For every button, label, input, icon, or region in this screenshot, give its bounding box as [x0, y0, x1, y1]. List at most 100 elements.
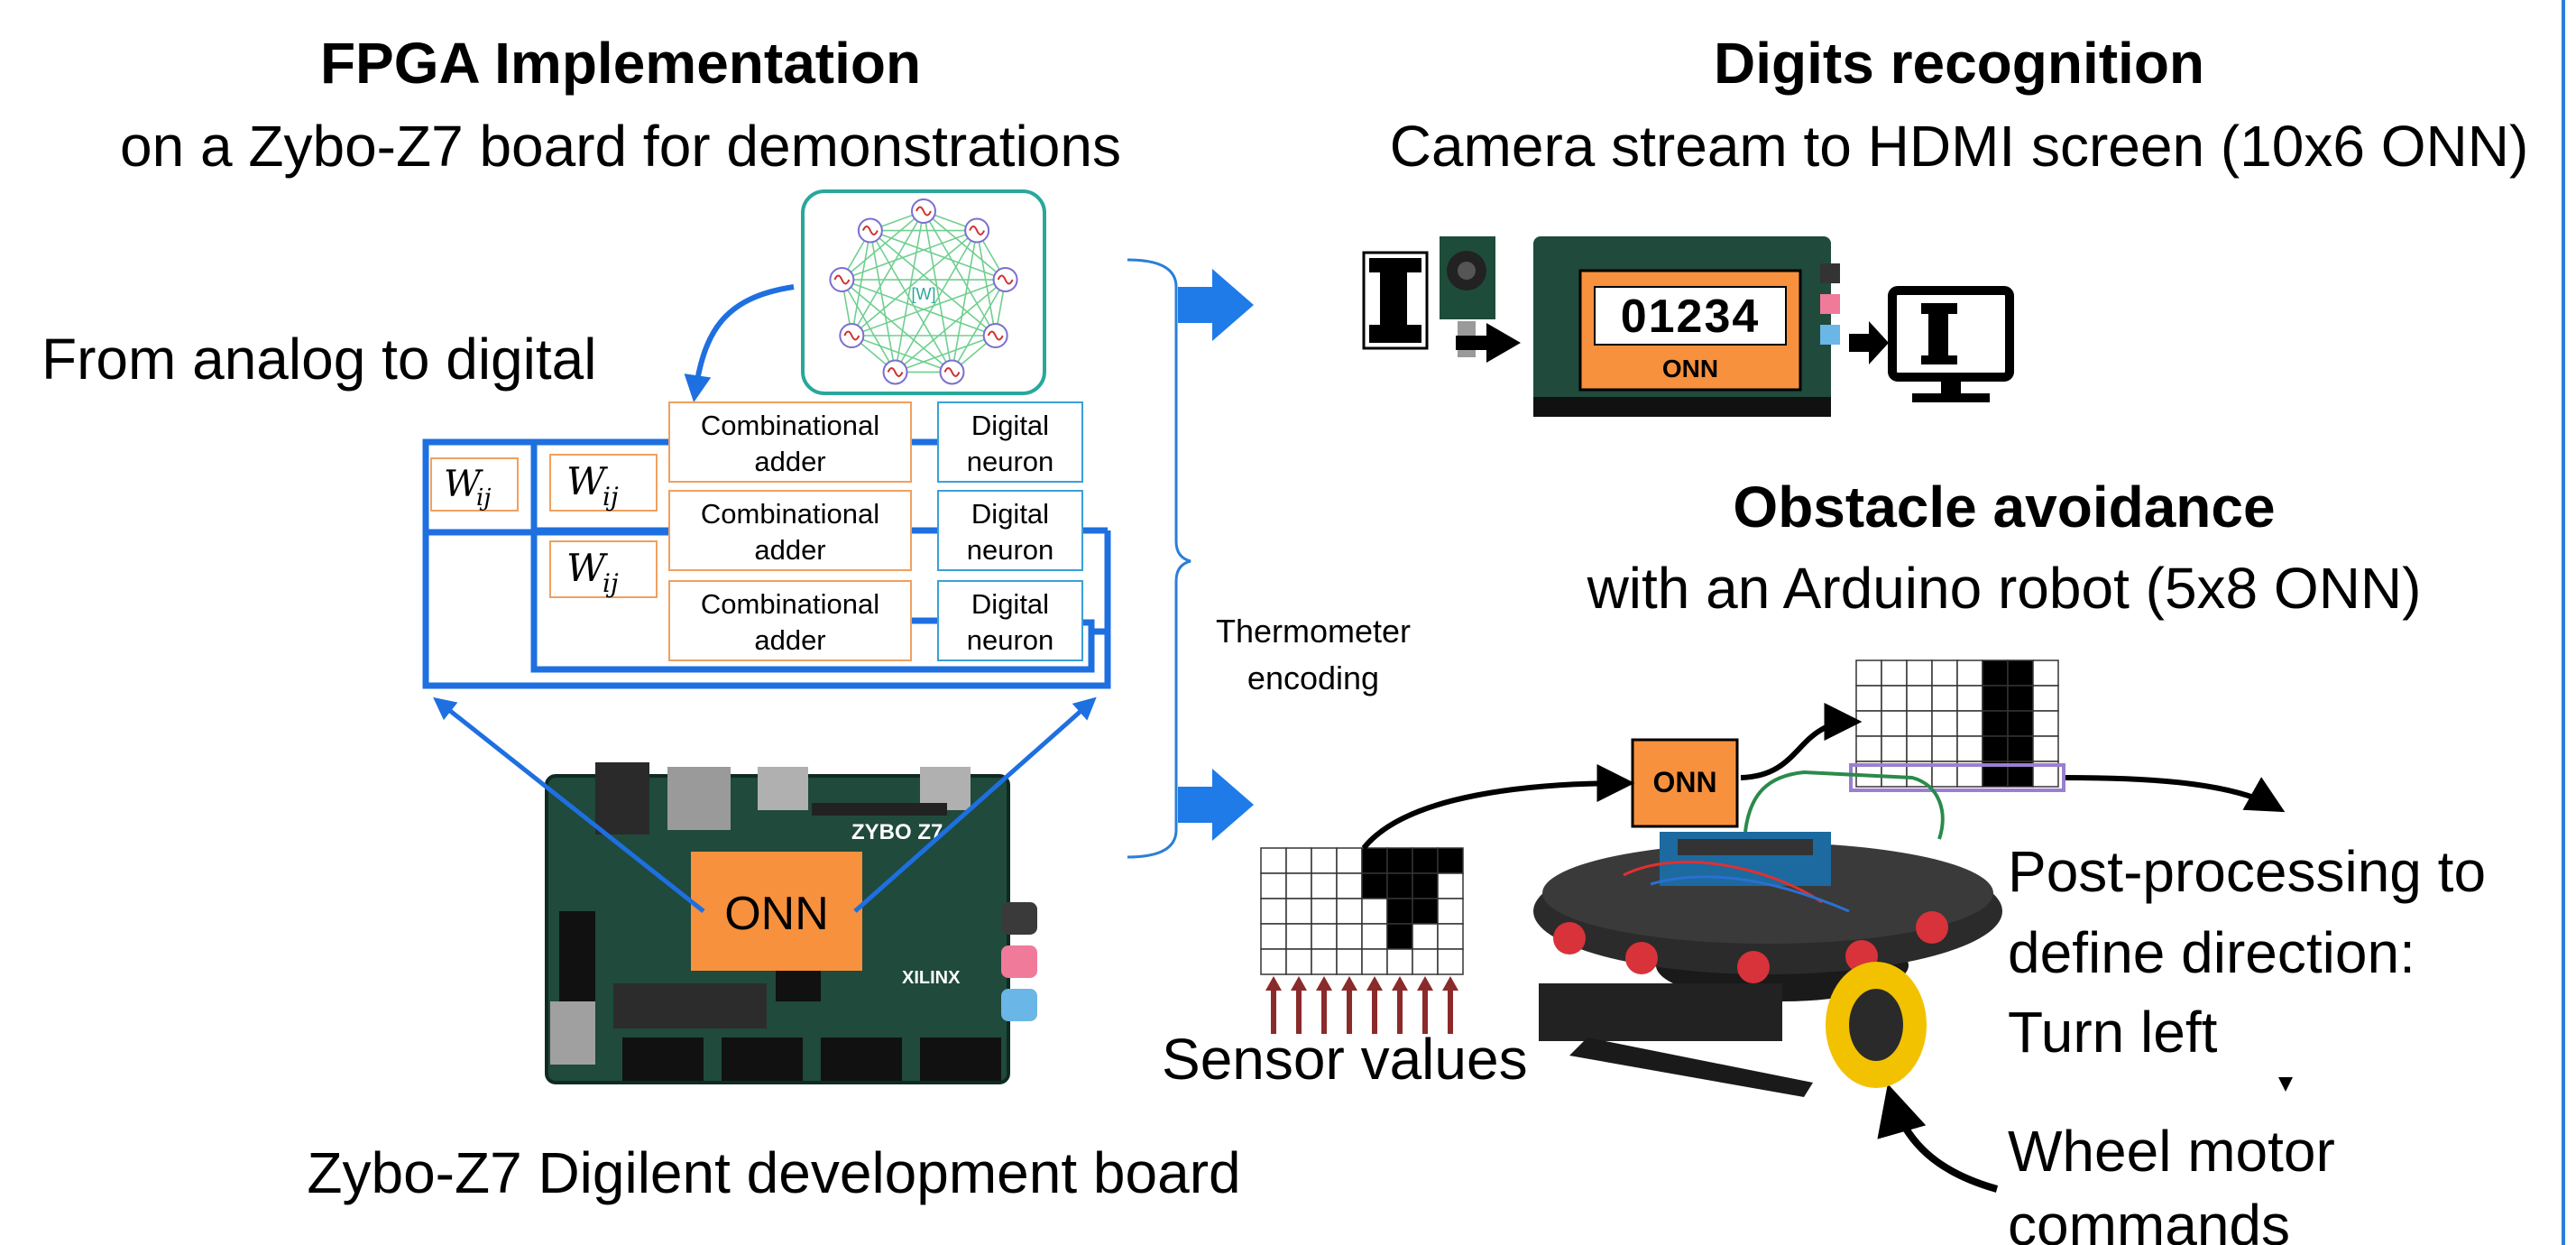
- network-edge: [951, 230, 978, 373]
- output-cell: [1906, 685, 1933, 712]
- sensor-cell: [1311, 872, 1338, 899]
- output-cell: [2032, 710, 2059, 737]
- network-edge: [923, 210, 997, 337]
- sine-wave-icon: [843, 330, 860, 341]
- network-edge: [842, 229, 978, 281]
- digits-title: Digits recognition: [1714, 31, 2204, 96]
- neuron-label: neuron: [967, 446, 1054, 477]
- output-cell: [2032, 735, 2059, 762]
- monitor-icon: [1888, 286, 2014, 402]
- sine-wave-icon: [997, 274, 1014, 285]
- sensor-cell: [1336, 872, 1363, 899]
- adder-label: Combinational: [701, 498, 879, 530]
- robot-onn-chip: [1631, 738, 1739, 828]
- oscillator-node: [839, 323, 865, 348]
- sensor-cell: [1361, 948, 1388, 975]
- weight-subscript: ij: [603, 482, 619, 512]
- neuron-label: neuron: [967, 624, 1054, 656]
- digital-neuron-box: [937, 401, 1083, 483]
- output-cell: [1982, 710, 2009, 737]
- sensor-cell: [1285, 847, 1312, 874]
- sensor-cell: [1285, 923, 1312, 950]
- adder-label: adder: [754, 624, 825, 656]
- output-cell: [1931, 735, 1958, 762]
- oscillator-node: [829, 267, 855, 293]
- sensor-cell: [1386, 898, 1413, 925]
- output-cell: [1881, 710, 1908, 737]
- sensor-cell: [1260, 923, 1287, 950]
- blue-arrow-bottom: [1178, 769, 1254, 841]
- neuron-label: Digital: [971, 410, 1049, 441]
- output-cell: [1881, 659, 1908, 687]
- sensor-cell: [1285, 948, 1312, 975]
- sensor-arrow-head: [1366, 976, 1383, 991]
- output-cell: [2007, 659, 2034, 687]
- chip-to-bus-arrow-left: [433, 696, 705, 913]
- output-cell: [2007, 685, 2034, 712]
- sensor-arrow-head: [1265, 976, 1282, 991]
- sensor-arrow-head: [1316, 976, 1332, 991]
- sine-wave-icon: [987, 330, 1004, 341]
- sensor-arrow-head: [1341, 976, 1357, 991]
- weight-symbol: W: [566, 459, 609, 503]
- output-cell: [1931, 710, 1958, 737]
- analog-to-digital-label: From analog to digital: [41, 327, 596, 392]
- oscillator-network-icon: [W]: [801, 189, 1046, 395]
- digital-neuron-box: [937, 490, 1083, 571]
- adder-label: Combinational: [701, 588, 879, 620]
- output-cell: [1982, 659, 2009, 687]
- network-weight-label: [W]: [912, 285, 936, 303]
- network-edge: [851, 279, 1006, 337]
- postprocess-line-1: Post-processing to: [2008, 839, 2486, 904]
- weight-box: W ij: [549, 454, 658, 512]
- board-vendor-label: XILINX: [902, 968, 961, 988]
- network-edge: [869, 230, 953, 373]
- encoding-label: encoding: [1247, 659, 1379, 696]
- network-edge: [851, 210, 925, 337]
- weight-subscript: ij: [476, 484, 491, 512]
- weight-subscript: ij: [603, 568, 619, 598]
- output-cell: [1881, 735, 1908, 762]
- output-cell: [1956, 710, 1983, 737]
- sensor-cell: [1412, 923, 1439, 950]
- sensor-cell: [1311, 898, 1338, 925]
- sensor-cell: [1361, 847, 1388, 874]
- adder-row-2: Combinational adder Digital neuron: [668, 490, 1083, 571]
- motor-command-arrow: [1877, 1084, 1999, 1193]
- brace: [1127, 258, 1191, 859]
- sensor-cell: [1386, 847, 1413, 874]
- robot-onn-label: ONN: [1652, 766, 1716, 798]
- sensor-cell: [1412, 948, 1439, 975]
- network-edge: [842, 279, 996, 337]
- network-edge: [841, 210, 925, 281]
- postprocess-line-3: Turn left: [2008, 1000, 2218, 1065]
- oscillator-node: [911, 198, 936, 224]
- sensor-cell: [1260, 948, 1287, 975]
- adder-row-3: Combinational adder Digital neuron: [668, 580, 1083, 661]
- blue-arrow-top: [1178, 269, 1254, 341]
- sensor-cell: [1361, 898, 1388, 925]
- oscillator-node: [939, 359, 965, 385]
- motor-commands-line-1: Wheel motor: [2008, 1119, 2335, 1184]
- digit-input-icon: [1362, 251, 1429, 350]
- combinational-adder-box: [668, 401, 912, 483]
- adder-label: Combinational: [701, 410, 879, 441]
- thermometer-label: Thermometer: [1216, 613, 1411, 650]
- network-edge: [923, 210, 1007, 281]
- obstacle-title: Obstacle avoidance: [1733, 475, 2275, 540]
- sensor-cell: [1437, 847, 1464, 874]
- small-down-triangle: [2278, 1077, 2293, 1092]
- camera-to-board-arrow: [1456, 323, 1521, 363]
- digits-display: [1594, 286, 1787, 346]
- network-edge: [923, 210, 953, 373]
- onn-chip-label: ONN: [724, 888, 829, 940]
- output-cell: [1855, 710, 1882, 737]
- sensor-input-grid: [1260, 847, 1464, 975]
- fpga-title: FPGA Implementation: [320, 31, 921, 96]
- neuron-label: Digital: [971, 498, 1049, 530]
- network-edge: [841, 279, 897, 373]
- sensor-cell: [1361, 872, 1388, 899]
- weight-symbol: W: [566, 546, 609, 590]
- network-edge: [869, 230, 897, 373]
